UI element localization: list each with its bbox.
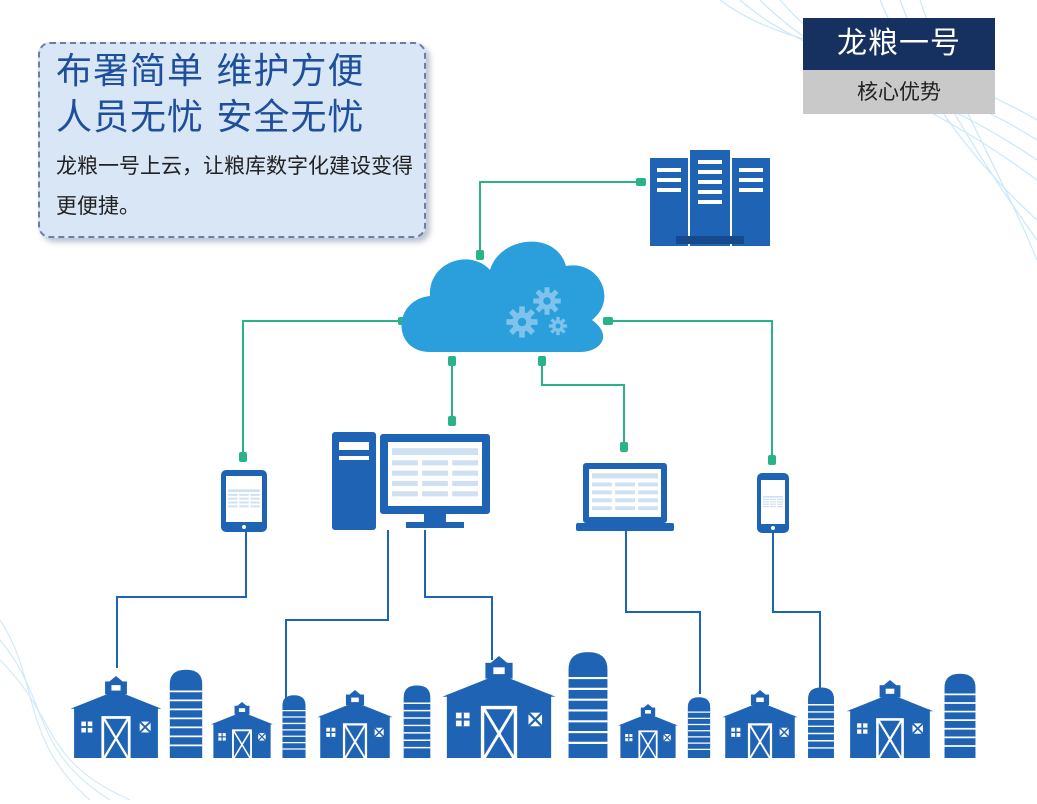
brand-badge: 龙粮一号 核心优势 <box>803 18 995 114</box>
callout-body: 龙粮一号上云，让粮库数字化建设变得更便捷。 <box>56 154 413 218</box>
smartphone-icon <box>757 473 789 533</box>
barn-icon <box>845 680 935 758</box>
silo-icon <box>687 696 711 758</box>
feature-callout: 布署简单 维护方便 人员无忧 安全无忧 龙粮一号上云，让粮库数字化建设变得更便捷… <box>38 42 426 238</box>
granary-connections <box>116 530 821 700</box>
barn-icon <box>209 702 275 758</box>
silo-icon <box>567 651 609 758</box>
cloud-icon <box>401 241 605 352</box>
gear-icon <box>533 287 561 315</box>
silo-icon <box>402 684 432 758</box>
gear-icon <box>548 316 568 336</box>
headline-line-2: 人员无忧 安全无忧 <box>56 97 365 138</box>
headline-line-1: 布署简单 维护方便 <box>56 51 365 92</box>
cloud-connections <box>242 181 773 458</box>
gear-icon <box>506 306 538 338</box>
desktop-computer-icon <box>332 432 490 530</box>
connector-nodes <box>239 178 776 465</box>
silo-icon <box>943 672 977 758</box>
laptop-icon <box>576 463 674 531</box>
barn-icon <box>721 690 799 758</box>
silo-icon <box>807 686 835 758</box>
barn-icon <box>440 656 558 758</box>
barn-icon <box>316 690 394 758</box>
barn-icon <box>617 704 679 758</box>
barn-icon <box>69 676 163 758</box>
granary-farm <box>69 651 977 758</box>
brand-title: 龙粮一号 <box>803 18 995 70</box>
server-rack-icon <box>650 150 770 246</box>
brand-subtitle: 核心优势 <box>803 70 995 114</box>
silo-icon <box>168 668 204 758</box>
tablet-icon <box>221 470 267 532</box>
background-swirl-bottom-left <box>0 619 131 801</box>
silo-icon <box>281 694 307 758</box>
